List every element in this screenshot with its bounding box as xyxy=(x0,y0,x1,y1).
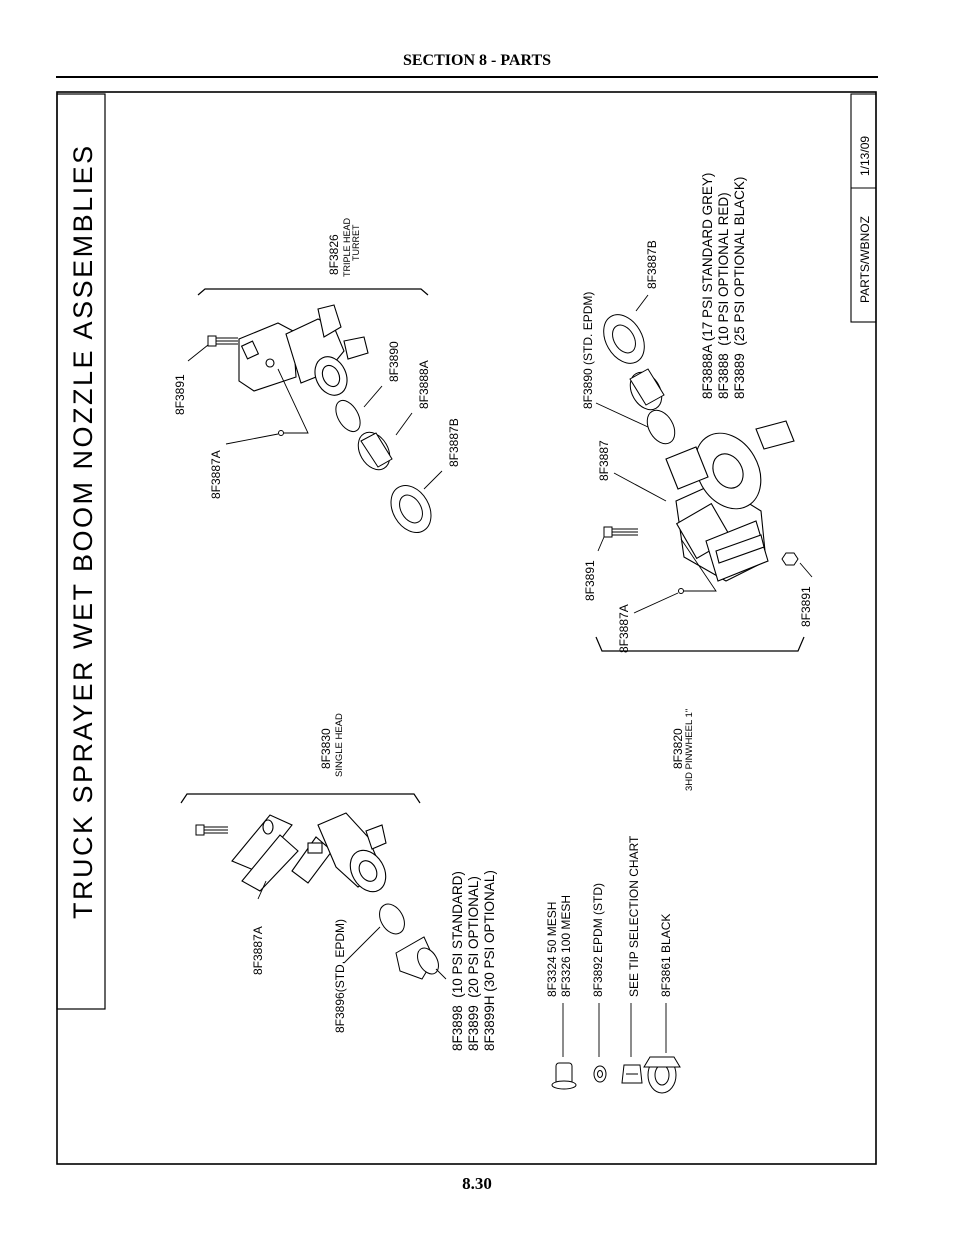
single-head-check-valve xyxy=(395,936,439,980)
triple-head-bracket xyxy=(197,288,429,296)
single-head-check-valve-1: 8F3898 (10 PSI STANDARD) xyxy=(450,871,465,1051)
triple-head-desc1: TRIPLE HEAD xyxy=(342,217,352,277)
single-head-check-valve-3: 8F3899H (30 PSI OPTIONAL) xyxy=(482,870,497,1051)
pinwheel-diaphragm-label: 8F3890 (STD. EPDM) xyxy=(581,292,595,409)
pinwheel-check-valve-3: 8F3889 (25 PSI OPTIONAL BLACK) xyxy=(732,177,747,399)
tip-part-2: 8F3326 100 MESH xyxy=(559,895,573,997)
triple-head-oring-label: 8F3887A xyxy=(209,450,223,499)
single-head-check-valve-2: 8F3899 (20 PSI OPTIONAL) xyxy=(466,876,481,1051)
triple-head-bolt xyxy=(207,335,238,347)
tip-part-4: SEE TIP SELECTION CHART xyxy=(627,835,641,997)
pinwheel-nut xyxy=(781,552,799,566)
triple-head-bolt-label: 8F3891 xyxy=(173,374,187,415)
tip-part-5: 8F3861 BLACK xyxy=(659,914,673,997)
single-head-bolt xyxy=(195,824,228,836)
single-head-clamp-label: 8F3887A xyxy=(251,926,265,975)
single-head-bracket xyxy=(180,793,421,804)
pinwheel-cap-label: 8F3887B xyxy=(645,240,659,289)
header-rule xyxy=(56,76,878,78)
triple-head-oring xyxy=(278,430,284,436)
single-head-part: 8F3830 xyxy=(319,728,333,769)
pinwheel-nut-label: 8F3891 xyxy=(799,586,813,627)
triple-head-diaphragm-label: 8F3890 xyxy=(387,341,401,382)
single-head-desc: SINGLE HEAD xyxy=(334,713,345,777)
drawing-id: PARTS/WBNOZ xyxy=(858,216,872,303)
triple-head-body xyxy=(238,304,369,396)
drawing-date: 1/13/09 xyxy=(858,136,872,176)
pinwheel-desc: 3HD PINWHEEL 1" xyxy=(684,709,695,791)
tip-part-3: 8F3892 EPDM (STD) xyxy=(591,883,605,997)
parts-drawing: TRUCK SPRAYER WET BOOM NOZZLE ASSEMBLIES… xyxy=(56,91,877,1165)
triple-head-cap xyxy=(390,485,432,533)
pinwheel-check-valve-1: 8F3888A (17 PSI STANDARD GREY) xyxy=(700,173,715,399)
pinwheel-check-valve-2: 8F3888 (10 PSI OPTIONAL RED) xyxy=(716,192,731,399)
tip-strainer xyxy=(551,1062,577,1090)
tip-part-1: 8F3324 50 MESH xyxy=(545,902,559,997)
pinwheel-body-label: 8F3887 xyxy=(597,440,611,481)
triple-head-cap-label: 8F3887B xyxy=(447,418,461,467)
pinwheel-part: 8F3820 xyxy=(671,728,685,769)
pinwheel-cap xyxy=(603,314,645,364)
triple-head-check-valve xyxy=(357,431,393,471)
single-head-body xyxy=(307,812,387,893)
triple-head-part: 8F3826 xyxy=(327,234,341,275)
pinwheel-bolt-label: 8F3891 xyxy=(583,560,597,601)
single-head-diaphragm xyxy=(379,903,405,935)
pinwheel-check-valve xyxy=(629,368,665,411)
triple-head-desc2: TURRET xyxy=(351,224,361,261)
tip-cap xyxy=(643,1056,681,1094)
page-number: 8.30 xyxy=(462,1174,492,1193)
pinwheel-bolt xyxy=(603,526,638,538)
pinwheel-oring xyxy=(678,588,684,594)
title-block xyxy=(850,93,877,323)
triple-head-diaphragm xyxy=(335,399,361,433)
pinwheel-bracket xyxy=(595,636,805,652)
drawing-title: TRUCK SPRAYER WET BOOM NOZZLE ASSEMBLIES xyxy=(68,143,98,919)
title-box xyxy=(56,93,106,1010)
pinwheel-body xyxy=(665,420,795,582)
pinwheel-oring-label: 8F3887A xyxy=(617,604,631,653)
triple-head-check-valve-label: 8F3888A xyxy=(417,360,431,409)
pinwheel-diaphragm xyxy=(646,409,676,445)
tip-gasket xyxy=(593,1065,607,1083)
tip-spray-tip xyxy=(621,1064,643,1084)
single-head-diaphragm-label: 8F3896(STD. EPDM) xyxy=(333,919,347,1033)
section-header: SECTION 8 - PARTS xyxy=(402,52,552,69)
